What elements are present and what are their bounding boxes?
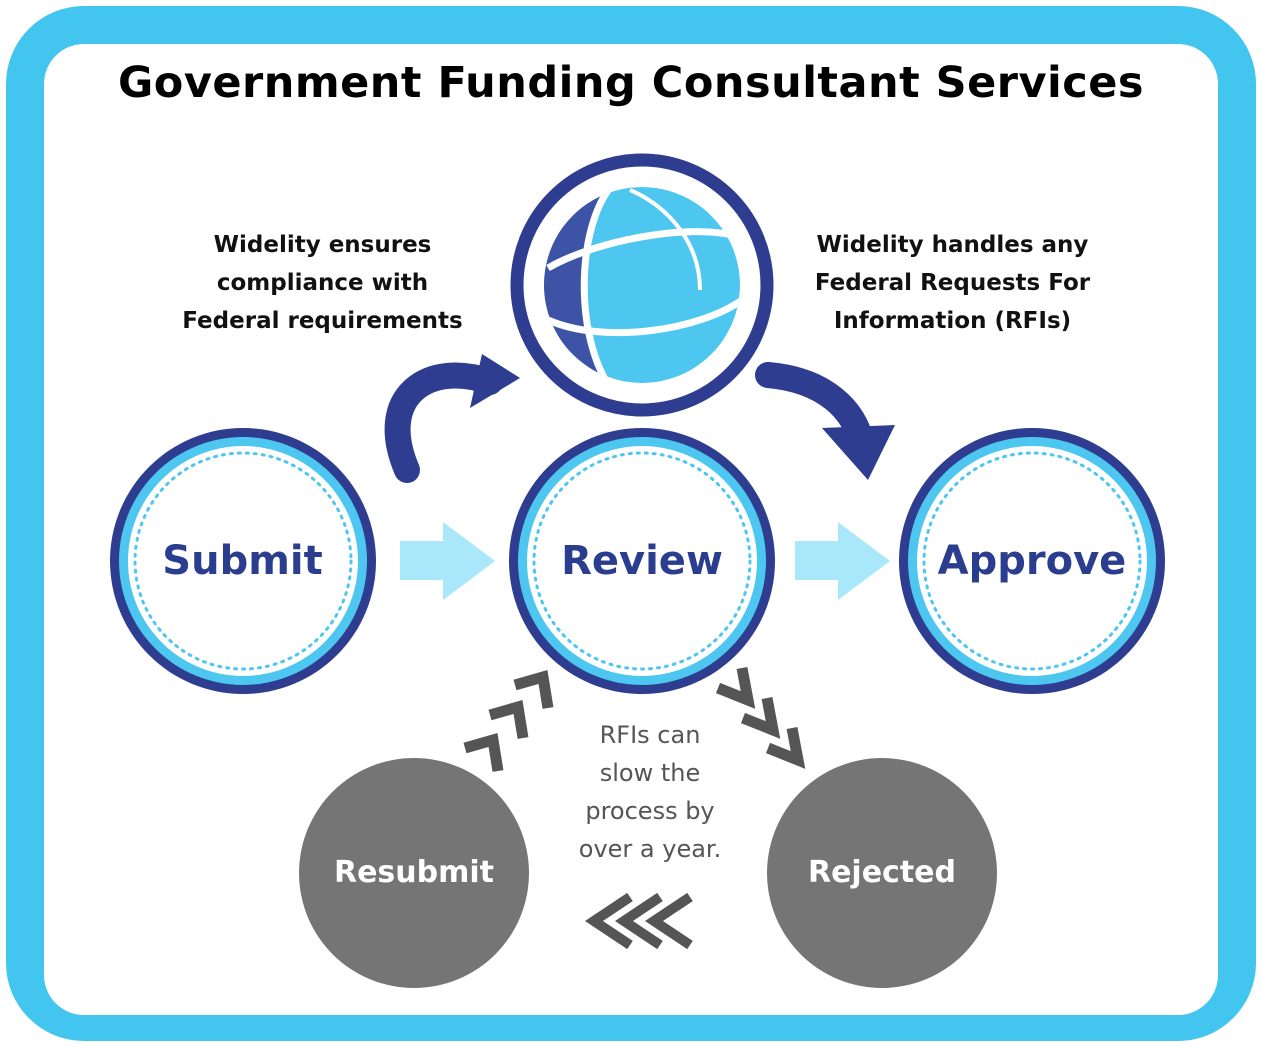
arrow-submit-to-review (400, 522, 495, 600)
rejected-label: Rejected (807, 855, 957, 890)
note-line: slow the (599, 759, 701, 787)
chevrons-rejected-to-resubmit (584, 892, 693, 950)
note-line: process by (585, 797, 715, 825)
resubmit-label: Resubmit (333, 855, 495, 890)
approve-node-circle (899, 428, 1165, 694)
review-node-circle (509, 428, 775, 694)
note-line: Information (RFIs) (833, 308, 1072, 334)
note-line: Federal Requests For (814, 270, 1091, 296)
chevrons-review-to-rejected (715, 666, 806, 769)
globe-icon (510, 153, 774, 417)
approve-label: Approve (937, 538, 1127, 584)
chevrons-resubmit-to-review (463, 670, 554, 772)
page-title: Government Funding Consultant Services (117, 58, 1144, 108)
arrow-globe-to-approve (755, 362, 895, 480)
rfi-handling-note: Widelity handles any Federal Requests Fo… (780, 226, 1125, 340)
arrow-submit-to-globe (384, 354, 520, 483)
rejected-node-circle (767, 758, 997, 988)
review-label: Review (561, 538, 723, 584)
note-line: Widelity ensures (213, 232, 432, 258)
note-line: RFIs can (599, 721, 701, 749)
rfi-delay-note: RFIs can slow the process by over a year… (560, 716, 740, 868)
note-line: Federal requirements (182, 308, 463, 334)
note-line: Widelity handles any (816, 232, 1089, 258)
compliance-note: Widelity ensures compliance with Federal… (150, 226, 495, 340)
submit-label: Submit (162, 538, 323, 584)
resubmit-node-circle (299, 758, 529, 988)
note-line: over a year. (578, 835, 722, 863)
arrow-review-to-approve (795, 522, 890, 600)
submit-node-circle (110, 428, 376, 694)
note-line: compliance with (216, 270, 429, 296)
